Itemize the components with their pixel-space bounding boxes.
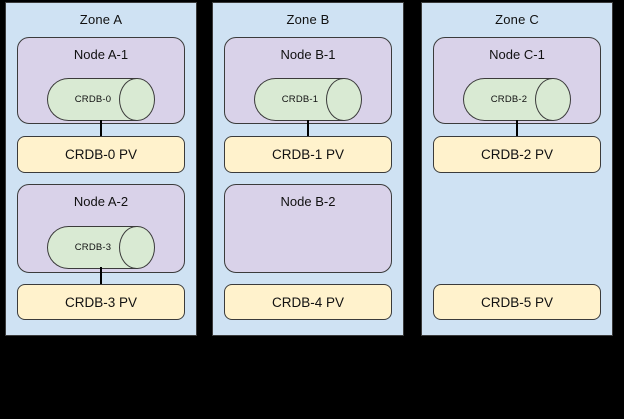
cylinder-cap-ellipse — [535, 77, 571, 122]
crdb-cylinder: CRDB-0 — [47, 77, 155, 122]
pv-label: CRDB-4 PV — [271, 294, 344, 310]
pv-box: CRDB-3 PV — [17, 284, 185, 320]
cylinder-cap-ellipse — [326, 77, 362, 122]
pv-label: CRDB-3 PV — [64, 294, 137, 310]
db-label: CRDB-2 — [490, 94, 528, 105]
zone-b: Zone B Node B-1 CRDB-1 CRDB-1 PV Node B-… — [212, 2, 404, 336]
pv-label: CRDB-0 PV — [64, 147, 137, 162]
node-label: Node B-2 — [280, 194, 336, 209]
pv-box: CRDB-5 PV — [433, 284, 601, 320]
node-a1: Node A-1 CRDB-0 — [17, 37, 185, 124]
pv-box: CRDB-4 PV — [224, 284, 392, 320]
node-b2-empty: Node B-2 — [224, 184, 392, 273]
node-label: Node C-1 — [489, 47, 545, 62]
zone-label: Zone C — [495, 12, 539, 27]
node-label: Node A-1 — [73, 47, 129, 62]
node-a2: Node A-2 CRDB-3 — [17, 184, 185, 273]
pv-label: CRDB-2 PV — [480, 147, 553, 162]
connector-line — [100, 120, 102, 136]
pv-box: CRDB-1 PV — [224, 136, 392, 173]
pv-box: CRDB-2 PV — [433, 136, 601, 173]
node-c1: Node C-1 CRDB-2 — [433, 37, 601, 124]
db-label: CRDB-0 — [74, 94, 112, 105]
db-label: CRDB-1 — [281, 94, 319, 105]
connector-line — [100, 267, 102, 284]
crdb-cylinder: CRDB-1 — [254, 77, 362, 122]
crdb-cylinder: CRDB-3 — [47, 225, 155, 270]
crdb-cylinder: CRDB-2 — [463, 77, 571, 122]
node-label: Node A-2 — [73, 194, 129, 209]
zone-a: Zone A Node A-1 CRDB-0 CRDB-0 PV Node A-… — [5, 2, 197, 336]
zone-label: Zone B — [286, 12, 330, 27]
connector-line — [516, 120, 518, 136]
pv-label: CRDB-1 PV — [271, 147, 344, 162]
cylinder-cap-ellipse — [119, 77, 155, 122]
cylinder-cap-ellipse — [119, 225, 155, 270]
db-label: CRDB-3 — [74, 242, 112, 253]
zone-c: Zone C Node C-1 CRDB-2 CRDB-2 PV CRDB-5 … — [421, 2, 613, 336]
pv-label: CRDB-5 PV — [480, 294, 553, 310]
node-b1: Node B-1 CRDB-1 — [224, 37, 392, 124]
pv-box: CRDB-0 PV — [17, 136, 185, 173]
connector-line — [307, 120, 309, 136]
node-label: Node B-1 — [280, 47, 336, 62]
zone-label: Zone A — [79, 12, 123, 27]
